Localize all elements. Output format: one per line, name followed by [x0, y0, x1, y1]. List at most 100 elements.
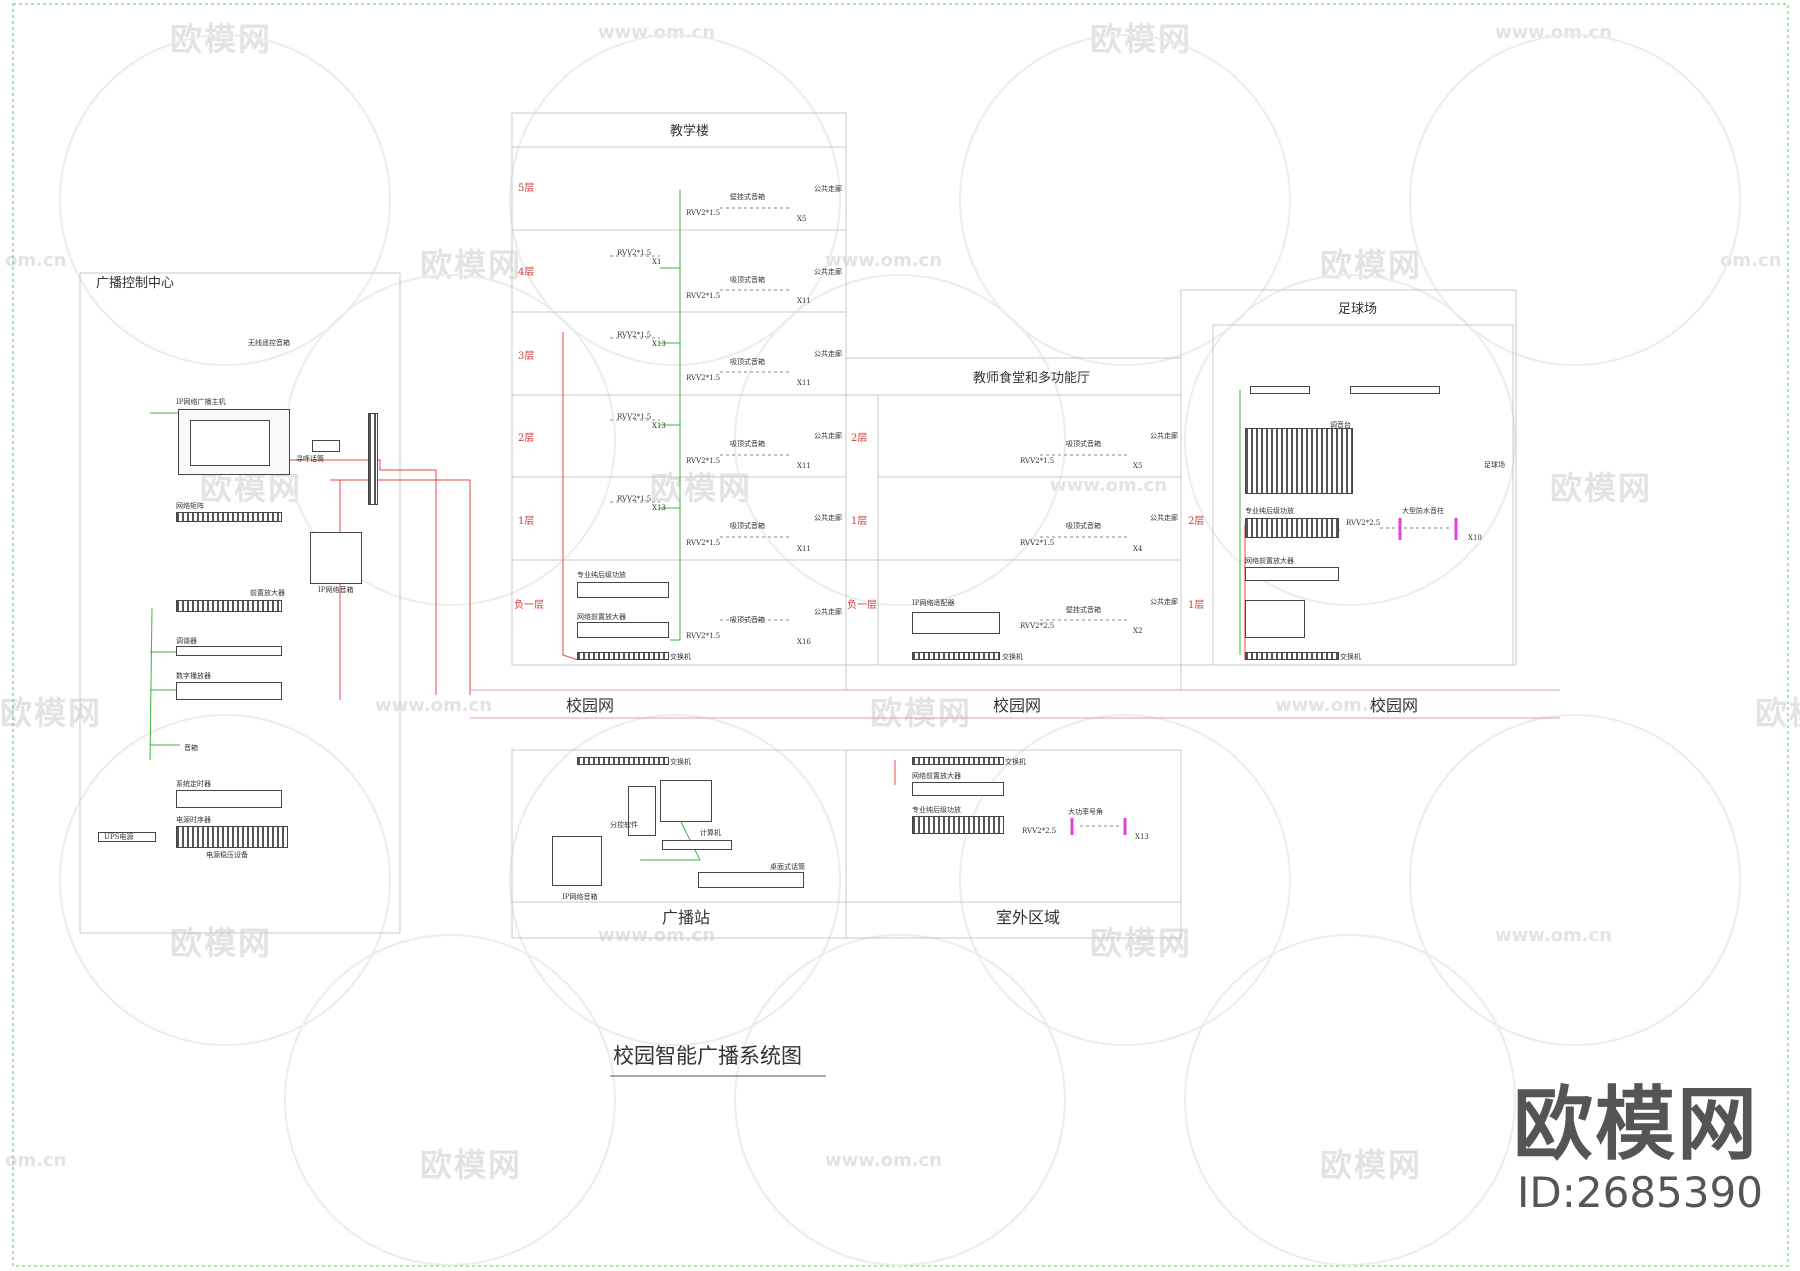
timer-device — [176, 790, 282, 808]
switch-device — [912, 652, 1000, 660]
switch-device — [1245, 652, 1339, 660]
cable-label: RVV2*1.5 — [617, 249, 652, 257]
cable-label: RVV2*1.5 — [686, 209, 721, 217]
cable-label: RVV2*1.5 — [686, 292, 721, 300]
floor-label: 2层 — [1188, 516, 1205, 527]
count-label: X13 — [652, 340, 666, 348]
pc-keyboard — [662, 840, 732, 850]
io-panel — [368, 413, 378, 505]
watermark-brand: 欧模网 — [420, 246, 523, 284]
cable-label: RVV2*1.5 — [617, 495, 652, 503]
region-outdoor: 室外区域 — [996, 908, 1061, 927]
ceiling-speaker-label: 吸顶式音箱 — [730, 440, 765, 448]
public-area-label: 公共走廊 — [814, 514, 842, 522]
region-control-center: 广播控制中心 — [96, 276, 175, 291]
region-broadcast-station: 广播站 — [662, 908, 711, 927]
watermark-brand: 欧模网 — [1320, 1146, 1423, 1184]
public-area-label: 公共走廊 — [1150, 514, 1178, 522]
power-seq-label: 电源时序器 — [176, 816, 211, 824]
speaker-out-label: 音箱 — [184, 744, 198, 752]
switch-label: 交换机 — [670, 653, 691, 661]
power-seq-device — [176, 826, 288, 848]
watermark-url: om.cn — [1720, 250, 1782, 271]
player-device — [176, 682, 282, 700]
watermark-brand: 欧模网 — [420, 1146, 523, 1184]
region-dining-hall: 教师食堂和多功能厅 — [973, 371, 1091, 386]
count-label: X2 — [1133, 627, 1143, 635]
count-label: X13 — [1135, 833, 1149, 841]
ceiling-speaker-label: 吸顶式音箱 — [730, 616, 765, 624]
monitor-speakers-label: IP网络音箱 — [562, 893, 598, 901]
count-label: X11 — [797, 297, 811, 305]
cable-label: RVV2*2.5 — [1022, 827, 1057, 835]
ceiling-speaker-label: 吸顶式音箱 — [730, 358, 765, 366]
public-area-label: 公共走廊 — [814, 268, 842, 276]
sw-note-label: 分控软件 — [610, 821, 638, 829]
pc-label: 计算机 — [700, 829, 721, 837]
public-area-label: 公共走廊 — [814, 432, 842, 440]
watermark-brand: 欧模网 — [200, 469, 303, 507]
ups-label: UPS电源 — [104, 833, 134, 841]
ups-device — [98, 832, 156, 842]
front-amp-label: 前置放大器 — [250, 589, 285, 597]
watermark-url: www.om.cn — [1495, 925, 1613, 946]
net-matrix-label: 网络矩阵 — [176, 502, 204, 510]
watermark-brand: 欧模网 — [1320, 246, 1423, 284]
floor-label: 2层 — [518, 433, 535, 444]
cable-label: RVV2*1.5 — [1020, 457, 1055, 465]
tuner-label: 调谐器 — [176, 637, 197, 645]
monitor-speaker-device — [310, 532, 362, 584]
watermark-brand: 欧模网 — [1090, 924, 1193, 962]
cable-label: RVV2*2.5 — [1346, 519, 1381, 527]
net-matrix-device — [176, 512, 282, 522]
cable-label: RVV2*1.5 — [686, 539, 721, 547]
desk-unit — [1350, 386, 1440, 394]
ceiling-speaker-label: 吸顶式音箱 — [1066, 440, 1101, 448]
count-label: X10 — [1468, 534, 1482, 542]
player-label: 网络前置放大器 — [1245, 557, 1294, 565]
wall-speaker-label: 壁挂式音箱 — [1066, 606, 1101, 614]
amp-device — [577, 622, 669, 638]
watermark-url: www.om.cn — [825, 250, 943, 271]
watermark-url: om.cn — [5, 1150, 67, 1171]
count-label: X5 — [797, 215, 807, 223]
watermark-url: www.om.cn — [598, 925, 716, 946]
count-label: X11 — [797, 379, 811, 387]
ceiling-speaker-label: 吸顶式音箱 — [1066, 522, 1101, 530]
power-amp-label: 专业纯后级功放 — [912, 806, 961, 814]
switch-device — [577, 652, 669, 660]
watermark-url: www.om.cn — [1050, 475, 1168, 496]
cable-label: RVV2*1.5 — [617, 413, 652, 421]
watermark-brand: 欧模网 — [870, 694, 973, 732]
amp-device — [577, 582, 669, 598]
watermark-url: www.om.cn — [825, 1150, 943, 1171]
floor-label: 负一层 — [514, 600, 544, 611]
timer-label: 系统定时器 — [176, 780, 211, 788]
count-label: X5 — [1133, 462, 1143, 470]
floor-label: 1层 — [851, 516, 868, 527]
net-amp-label: 网络前置放大器 — [577, 613, 626, 621]
watermark-url: www.om.cn — [375, 695, 493, 716]
front-amp-device — [176, 600, 282, 612]
floor-label: 5层 — [518, 183, 535, 194]
field-label: 足球场 — [1484, 461, 1505, 469]
switch-label: 交换机 — [1340, 653, 1361, 661]
cable-label: RVV2*1.5 — [617, 331, 652, 339]
power-equip-label: 电源稳压设备 — [206, 851, 248, 859]
count-label: X16 — [797, 638, 811, 646]
amp-device — [912, 782, 1004, 796]
tuner-device — [176, 646, 282, 656]
public-area-label: 公共走廊 — [1150, 432, 1178, 440]
mic-receiver — [1250, 386, 1310, 394]
watermark-brand: 欧模网 — [1755, 694, 1800, 732]
switch-label: 交换机 — [1002, 653, 1023, 661]
floor-label: 1层 — [1188, 600, 1205, 611]
count-label: X11 — [797, 545, 811, 553]
count-label: X11 — [797, 462, 811, 470]
fire-alarm-device — [1245, 600, 1305, 638]
diagram-title: 校园智能广播系统图 — [613, 1044, 802, 1068]
switch-device — [912, 757, 1004, 765]
cable-label: RVV2*1.5 — [686, 632, 721, 640]
